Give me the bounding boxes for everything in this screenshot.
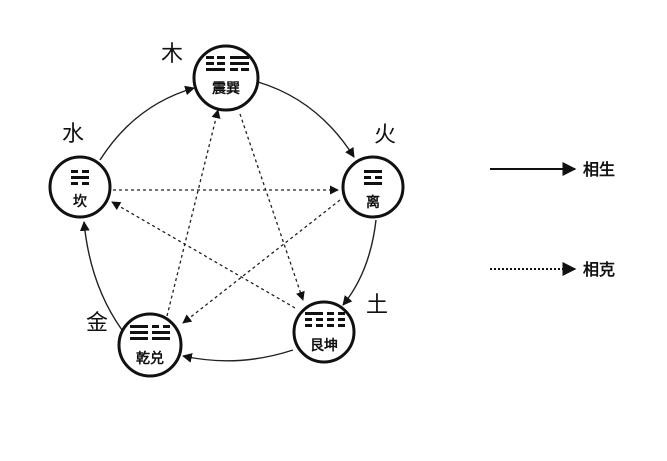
trigram-label-earth: 艮坤 — [310, 337, 338, 354]
arrow-wood-to-fire — [257, 81, 355, 158]
node-fire-circle — [341, 155, 405, 219]
element-label-water: 水 — [62, 122, 84, 147]
generating-cycle — [79, 81, 377, 363]
node-earth-circle — [292, 300, 356, 364]
arrow-earth-to-water — [111, 201, 296, 309]
node-water-circle — [48, 155, 112, 219]
trigram-symbols-metal — [130, 325, 170, 340]
element-label-wood: 木 — [161, 42, 183, 67]
legend: 相生 相克 — [490, 160, 615, 279]
node-wood-circle — [192, 44, 260, 112]
trigram-label-metal: 乾兑 — [136, 350, 164, 367]
trigram-symbols-fire — [364, 170, 382, 185]
node-metal: 乾兑 金 — [86, 311, 183, 378]
trigram-symbols-water — [71, 170, 89, 185]
arrow-earth-to-metal — [182, 349, 294, 363]
trigram-label-water: 坎 — [73, 193, 88, 210]
element-label-fire: 火 — [374, 123, 396, 148]
node-earth: 艮坤 土 — [292, 293, 388, 364]
node-fire: 离 火 — [341, 123, 405, 219]
legend-overcoming-label: 相克 — [583, 260, 615, 279]
arrow-water-to-wood — [99, 85, 195, 161]
legend-generating-label: 相生 — [583, 160, 615, 179]
node-wood: 震巽 木 — [161, 42, 260, 112]
arrow-metal-to-wood — [166, 109, 221, 317]
trigram-label-wood: 震巽 — [211, 81, 240, 97]
arrow-fire-to-earth — [342, 219, 377, 306]
trigram-symbols-wood — [206, 56, 249, 71]
trigram-symbols-earth — [305, 312, 345, 327]
arrow-wood-to-earth — [239, 113, 305, 301]
arrow-metal-to-water — [79, 221, 123, 331]
node-water: 坎 水 — [48, 122, 112, 219]
element-label-metal: 金 — [86, 311, 108, 336]
node-metal-circle — [117, 312, 183, 378]
overcoming-cycle — [111, 109, 341, 324]
element-label-earth: 土 — [366, 293, 388, 318]
trigram-label-fire: 离 — [366, 194, 380, 211]
